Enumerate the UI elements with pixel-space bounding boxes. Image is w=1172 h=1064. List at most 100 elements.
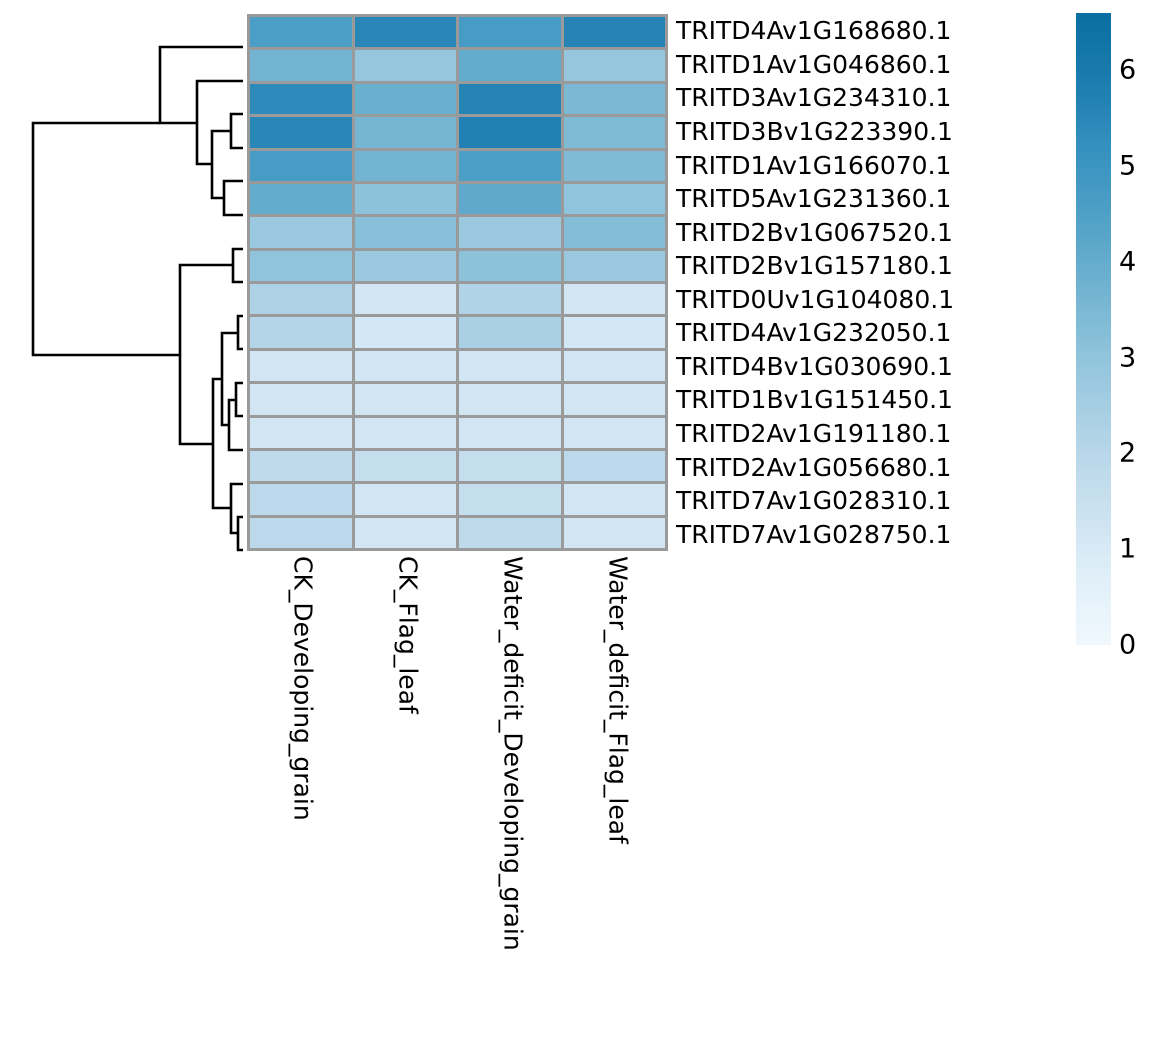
heatmap-cell [250,484,352,515]
heatmap-cell [563,350,665,382]
heatmap-cell [354,517,456,548]
row-label: TRITD1Av1G166070.1 [676,150,952,180]
heatmap-cell [459,284,561,315]
colorbar-gradient [1076,13,1111,645]
dendro-link [158,45,243,125]
heatmap-cell [250,150,352,181]
dendro-link [178,263,233,446]
row-label: TRITD4Av1G168680.1 [676,16,952,46]
row-label: TRITD1Av1G046860.1 [676,49,952,79]
colorbar-tick-label: 3 [1119,342,1137,374]
heatmap-cell [354,117,456,148]
heatmap-cell [354,17,456,48]
heatmap-cell [250,450,352,482]
row-label: TRITD7Av1G028310.1 [676,486,952,516]
heatmap-cell [563,150,665,181]
heatmap-cell [459,150,561,181]
column-label: CK_Developing_grain [288,556,318,821]
heatmap-cell [563,83,665,115]
heatmap-cell [354,150,456,181]
heatmap-cell [250,284,352,315]
colorbar-tick-label: 2 [1119,437,1137,469]
column-label-slot: Water_deficit_Developing_grain [458,556,563,1006]
heatmap-cell [250,384,352,415]
heatmap-cell [354,417,456,448]
heatmap-cell [459,83,561,115]
dendro-link [231,247,243,284]
heatmap-cell [459,417,561,448]
heatmap-cell [563,384,665,415]
heatmap-cell [354,284,456,315]
heatmap-cell [563,417,665,448]
heatmap-cell [250,517,352,548]
heatmap-cell [250,350,352,382]
heatmap-cell [459,50,561,81]
column-label-list: CK_Developing_grain CK_Flag_leaf Water_def… [247,556,668,1006]
heatmap-cell [354,384,456,415]
row-label: TRITD2Av1G191180.1 [676,419,952,449]
colorbar-tick-label: 6 [1119,54,1137,86]
colorbar-tick-label: 4 [1119,246,1137,278]
dendro-link [229,112,243,150]
heatmap-cell [459,217,561,248]
heatmap-cell [354,83,456,115]
column-label-slot: CK_Flag_leaf [352,556,457,1006]
heatmap-cell [250,217,352,248]
colorbar-tick-label: 0 [1119,629,1137,661]
heatmap-grid [247,14,668,551]
heatmap-cell [563,250,665,281]
heatmap-cell [563,217,665,248]
heatmap-cell [563,450,665,482]
column-label: CK_Flag_leaf [393,556,423,714]
dendro-link [222,179,243,217]
row-label: TRITD3Bv1G223390.1 [676,116,953,146]
heatmap-cell [250,83,352,115]
heatmap-cell [563,317,665,348]
column-label: Water_deficit_Flag_leaf [603,556,633,844]
dendro-link [236,314,243,351]
heatmap-cell [250,183,352,215]
column-label: Water_deficit_Developing_grain [498,556,528,951]
heatmap-cell [354,450,456,482]
heatmap-cell [250,17,352,48]
heatmap-cell [459,317,561,348]
column-label-slot: Water_deficit_Flag_leaf [563,556,668,1006]
heatmap-cell [250,50,352,81]
heatmap-cell [459,350,561,382]
heatmap-cell [459,517,561,548]
row-label: TRITD3Av1G234310.1 [676,83,952,113]
heatmap-cell [354,350,456,382]
heatmap-cell [354,317,456,348]
heatmap-cell [354,250,456,281]
dendro-link [31,121,180,357]
heatmap-cell [459,450,561,482]
heatmap-cell [250,417,352,448]
row-label: TRITD4Bv1G030690.1 [676,351,953,381]
row-label: TRITD2Bv1G157180.1 [676,251,953,281]
heatmap-panel [247,14,668,551]
heatmap-cell [250,317,352,348]
heatmap-cell [563,517,665,548]
dendro-link [234,381,243,418]
heatmap-cell [354,50,456,81]
heatmap-cell [563,117,665,148]
heatmap-cell [563,484,665,515]
heatmap-cell [459,17,561,48]
row-dendrogram [31,45,243,552]
heatmap-cell [459,484,561,515]
heatmap-cell [563,17,665,48]
row-label: TRITD2Av1G056680.1 [676,452,952,482]
dendro-link [210,129,231,200]
row-label: TRITD1Bv1G151450.1 [676,385,953,415]
colorbar-tick-label: 1 [1119,533,1137,565]
heatmap-cell [354,217,456,248]
row-label: TRITD2Bv1G067520.1 [676,217,953,247]
heatmap-cell [563,50,665,81]
heatmap-cell [250,250,352,281]
heatmap-cell [354,183,456,215]
dendro-link [236,515,243,552]
